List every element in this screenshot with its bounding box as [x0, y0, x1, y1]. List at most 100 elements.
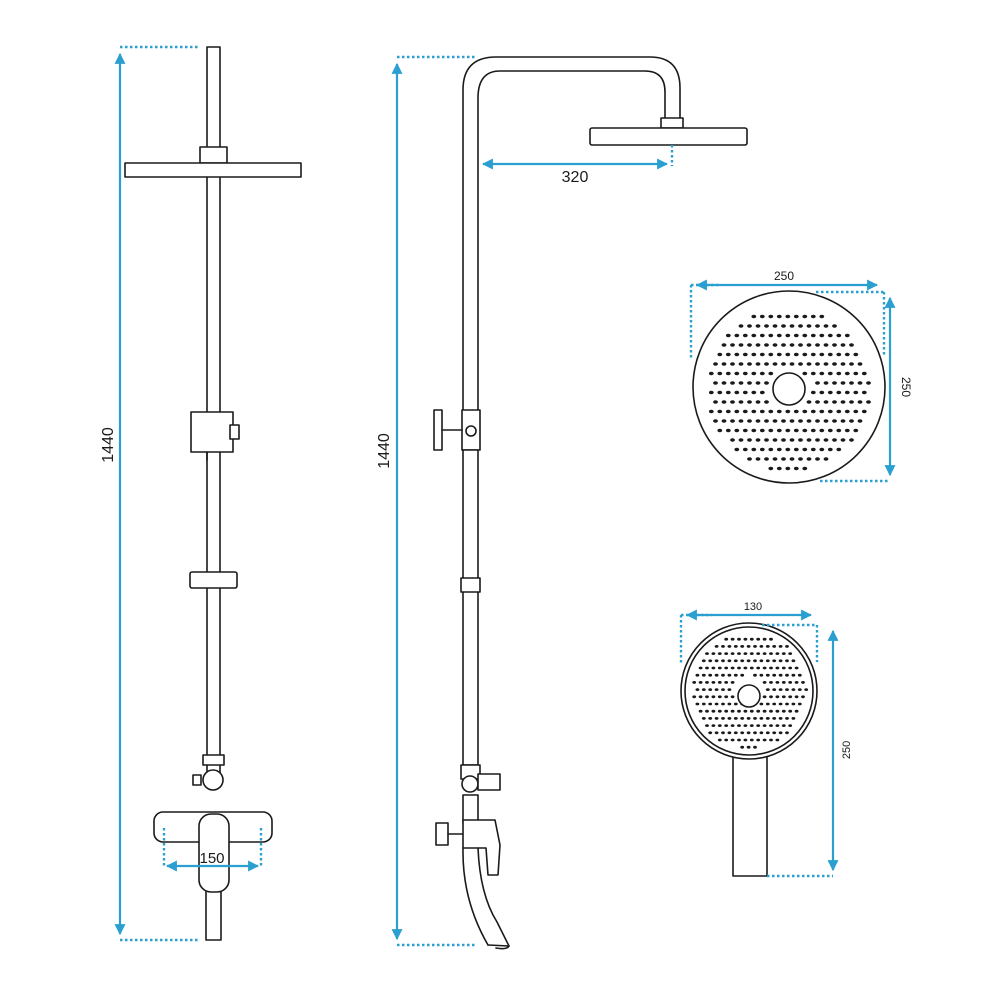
nozzle-dot — [861, 371, 867, 376]
nozzle-dot — [713, 419, 718, 423]
nozzle-dot — [717, 666, 722, 670]
nozzle-dot — [765, 731, 770, 735]
nozzle-dot — [762, 637, 767, 641]
front-view: 1440 150 — [100, 45, 302, 942]
nozzle-dot — [802, 447, 808, 452]
nozzle-dot — [765, 688, 770, 691]
nozzle-dot — [755, 419, 761, 423]
nozzle-dot — [695, 673, 700, 677]
nozzle-dot — [832, 324, 837, 328]
nozzle-dot — [819, 390, 825, 395]
nozzle-dot — [819, 428, 825, 433]
nozzle-dot — [756, 709, 761, 713]
nozzle-dot — [769, 637, 773, 641]
nozzle-dot — [746, 745, 751, 749]
nozzle-dot — [714, 688, 719, 691]
nozzle-dot — [764, 381, 769, 385]
nozzle-dot — [827, 428, 833, 433]
nozzle-dot — [836, 352, 842, 357]
nozzle-dot — [743, 738, 748, 742]
nozzle-dot — [711, 652, 716, 655]
nozzle-dot — [749, 724, 754, 727]
nozzle-dot — [714, 702, 719, 706]
nozzle-dot — [734, 428, 740, 433]
nozzle-dot — [827, 333, 833, 338]
nozzle-dot — [738, 324, 744, 328]
nozzle-dot — [810, 333, 816, 338]
nozzle-dot — [717, 390, 723, 395]
nozzle-dot — [717, 724, 722, 727]
nozzle-dot — [788, 652, 793, 655]
nozzle-dot — [764, 362, 769, 366]
nozzle-dot — [819, 314, 825, 319]
nozzle-dot — [749, 637, 754, 641]
nozzle-dot — [717, 352, 723, 357]
nozzle-dot — [746, 659, 751, 663]
nozzle-dot — [789, 457, 795, 461]
nozzle-dot — [762, 709, 767, 713]
nozzle-dot — [819, 333, 825, 338]
nozzle-dot — [793, 447, 799, 452]
nozzle-dot — [753, 645, 757, 648]
front-mixer-lever — [198, 813, 230, 893]
nozzle-dot — [705, 709, 709, 713]
nozzle-dot — [742, 352, 748, 357]
nozzle-dot — [753, 717, 757, 720]
nozzle-dot — [751, 314, 757, 319]
nozzle-dot — [724, 666, 729, 670]
nozzle-dot — [836, 409, 842, 414]
nozzle-dot — [762, 681, 767, 684]
nozzle-dot — [756, 637, 761, 641]
nozzle-dot — [810, 390, 816, 395]
nozzle-dot — [713, 400, 718, 404]
nozzle-dot — [785, 466, 791, 471]
nozzle-dot — [778, 673, 783, 677]
nozzle-dot — [701, 717, 706, 720]
nozzle-dot — [759, 428, 765, 433]
nozzle-dot — [806, 457, 812, 461]
nozzle-dot — [717, 695, 722, 699]
nozzle-dot — [827, 409, 833, 414]
nozzle-dot — [717, 652, 722, 655]
nozzle-dot — [740, 659, 745, 663]
nozzle-dot — [717, 409, 723, 414]
nozzle-dot — [721, 645, 725, 648]
side-view: 1440 320 — [376, 55, 748, 950]
nozzle-dot — [730, 724, 735, 727]
side-height-label: 1440 — [376, 433, 393, 469]
nozzle-dot — [740, 745, 745, 749]
nozzle-dot — [772, 457, 778, 461]
nozzle-dot — [733, 659, 738, 663]
nozzle-dot — [765, 659, 770, 663]
hand-length-label: 250 — [841, 741, 853, 759]
nozzle-dot — [802, 333, 808, 338]
nozzle-dot — [725, 390, 731, 395]
nozzle-dot — [743, 724, 748, 727]
nozzle-dot — [740, 673, 745, 677]
nozzle-dot — [785, 447, 791, 452]
nozzle-dot — [733, 702, 738, 706]
nozzle-dot — [804, 688, 809, 691]
nozzle-dot — [730, 709, 735, 713]
nozzle-dot — [734, 390, 740, 395]
nozzle-dot — [785, 314, 791, 319]
nozzle-dot — [742, 409, 748, 414]
nozzle-dot — [827, 390, 833, 395]
nozzle-dot — [775, 652, 780, 655]
nozzle-dot — [806, 438, 812, 442]
nozzle-dot — [781, 343, 786, 347]
valve-spacing-label: 150 — [199, 850, 224, 867]
nozzle-dot — [730, 362, 735, 366]
nozzle-dot — [708, 717, 713, 720]
nozzle-dot — [775, 738, 780, 742]
nozzle-dot — [806, 343, 812, 347]
nozzle-dot — [794, 695, 799, 699]
nozzle-dot — [734, 371, 740, 376]
nozzle-dot — [772, 659, 777, 663]
nozzle-dot — [725, 352, 731, 357]
nozzle-dot — [742, 428, 748, 433]
nozzle-dot — [747, 419, 752, 423]
nozzle-dot — [857, 419, 863, 423]
nozzle-dot — [725, 409, 731, 414]
hand-shower-view: 130 250 — [679, 601, 853, 878]
